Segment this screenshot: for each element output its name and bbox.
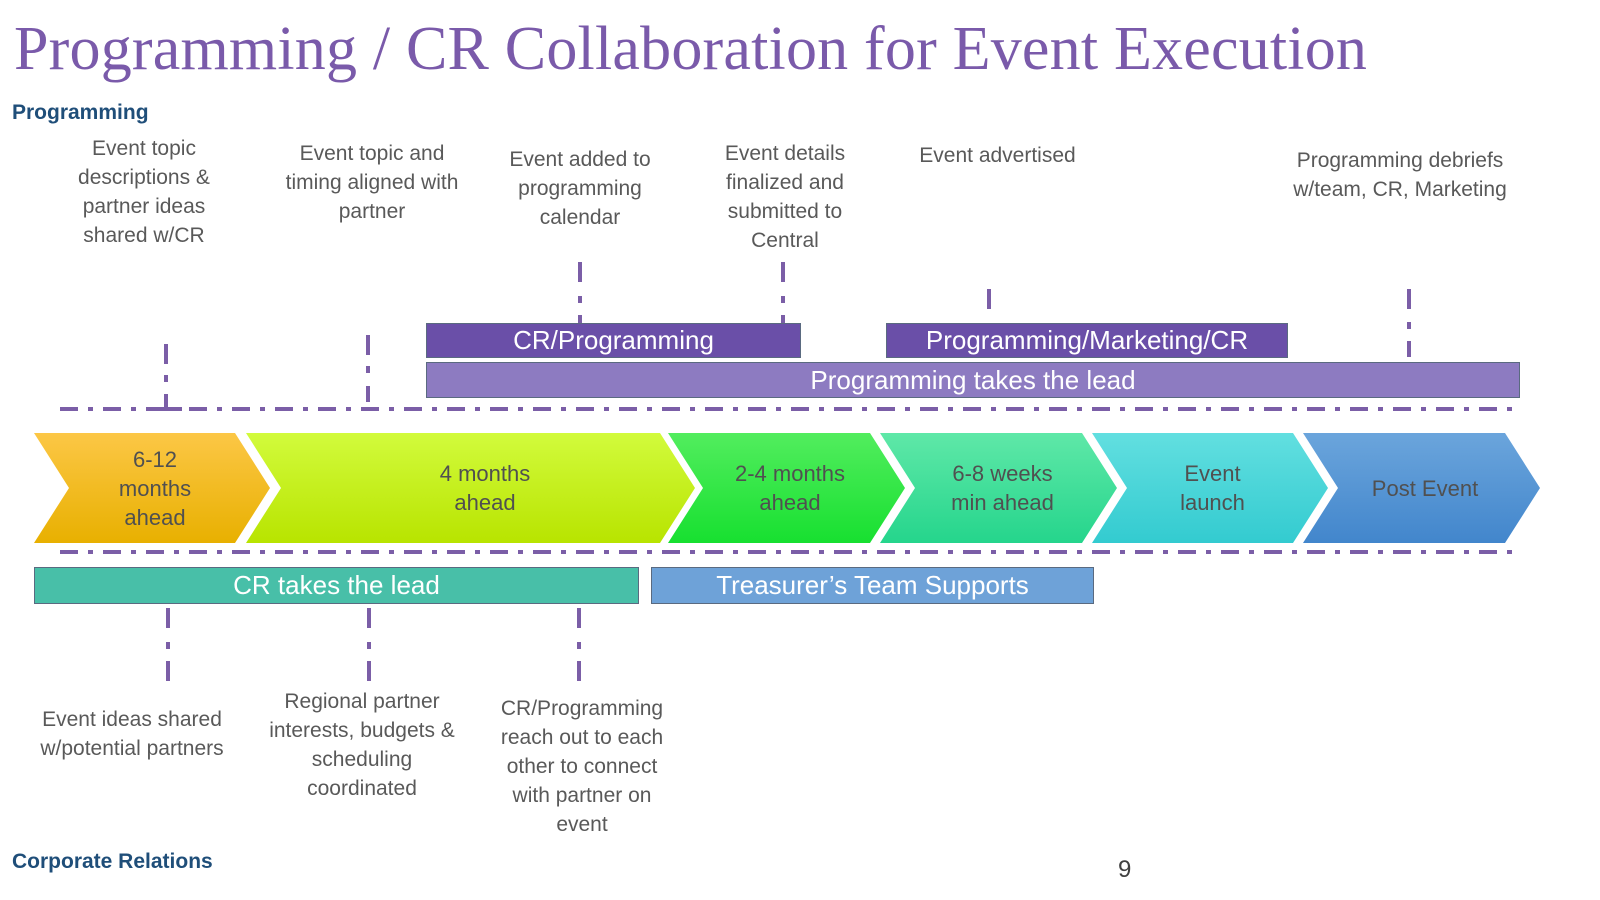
- phase-chevron-4-months: [246, 433, 695, 543]
- cr-note-ideas-shared: Event ideas shared w/potential partners: [40, 708, 224, 760]
- phase-label-6-8-weeks: 6-8 weeks min ahead: [951, 461, 1054, 515]
- bar-cr-takes-lead: CR takes the lead: [34, 567, 639, 604]
- phase-chevron-event-launch: [1092, 433, 1328, 543]
- phase-label-2-4-months: 2-4 months ahead: [734, 461, 846, 515]
- programming-note-topic-aligned: Event topic and timing aligned with part…: [285, 142, 459, 223]
- section-label-corporate-relations: Corporate Relations: [12, 850, 213, 873]
- phase-chevron-6-12-months: [34, 433, 270, 543]
- programming-note-details-finalized: Event details finalized and submitted to…: [724, 142, 846, 252]
- phase-label-event-launch: Event launch: [1180, 461, 1245, 515]
- phase-chevron-post-event: [1303, 433, 1540, 543]
- phase-chevron-2-4-months: [668, 433, 905, 543]
- phase-label-6-12-months: 6-12 months ahead: [118, 446, 192, 530]
- programming-note-event-advertised: Event advertised: [919, 144, 1076, 167]
- cr-note-reach-out: CR/Programming reach out to each other t…: [500, 697, 664, 836]
- section-label-programming: Programming: [12, 101, 149, 124]
- programming-note-debriefs: Programming debriefs w/team, CR, Marketi…: [1293, 149, 1507, 201]
- programming-note-topic-descriptions: Event topic descriptions & partner ideas…: [78, 137, 210, 247]
- slide-title: Programming / CR Collaboration for Event…: [14, 15, 1368, 83]
- cr-note-regional-partner: Regional partner interests, budgets & sc…: [269, 690, 455, 800]
- phase-label-post-event: Post Event: [1371, 475, 1479, 501]
- page-number: 9: [1118, 856, 1132, 883]
- bar-programming-takes-lead: Programming takes the lead: [426, 362, 1520, 398]
- programming-note-added-to-calendar: Event added to programming calendar: [509, 148, 651, 229]
- bar-cr-programming: CR/Programming: [426, 323, 801, 358]
- bar-programming-marketing-cr: Programming/Marketing/CR: [886, 323, 1288, 358]
- bar-treasurer-team-supports: Treasurer’s Team Supports: [651, 567, 1094, 604]
- phase-chevron-6-8-weeks: [880, 433, 1117, 543]
- phase-label-4-months: 4 months ahead: [439, 461, 531, 515]
